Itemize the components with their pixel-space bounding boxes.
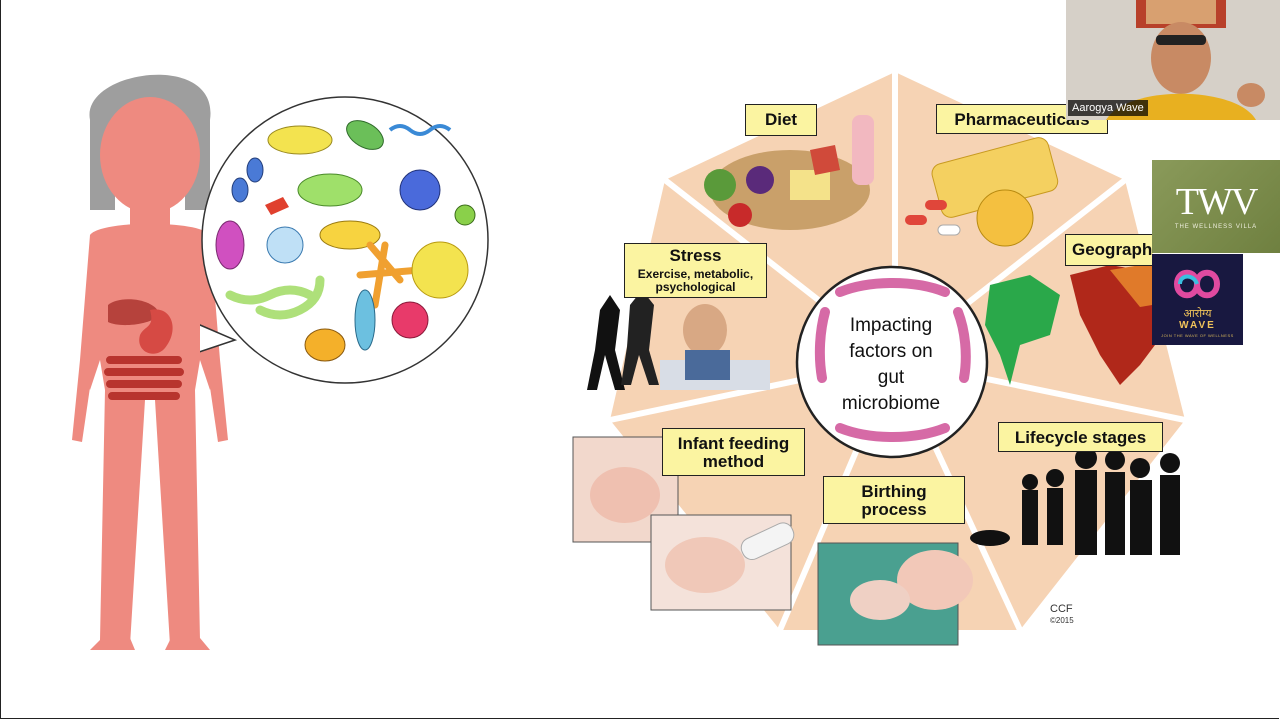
pharmaceuticals-bottle: [905, 137, 1059, 247]
label-stress: Stress Exercise, metabolic, psychologica…: [624, 243, 767, 298]
lifecycle-silhouettes: [970, 447, 1180, 555]
participant-video: [1066, 0, 1280, 120]
participant-video-tile[interactable]: [1066, 0, 1280, 120]
liver: [108, 299, 160, 326]
twv-subtitle: THE WELLNESS VILLA: [1174, 224, 1258, 230]
wave-tagline: JOIN THE WAVE OF WELLNESS: [1161, 333, 1234, 338]
aarogya-wave-logo: आरोग्य WAVE JOIN THE WAVE OF WELLNESS: [1152, 254, 1243, 345]
twv-logo: TWV THE WELLNESS VILLA: [1152, 160, 1280, 253]
intestines: [104, 356, 184, 400]
microbe-bubble: [200, 96, 489, 384]
wave-infinity-icon: [1173, 269, 1221, 299]
participant-name-tag: Aarogya Wave: [1068, 100, 1148, 116]
microbes: [215, 120, 476, 362]
label-infant-feeding-method: Infant feeding method: [662, 428, 805, 476]
ccf-credit: CCF ©2015: [1050, 603, 1074, 626]
stress-scene: [587, 290, 770, 390]
bacteria-ring: [814, 278, 971, 442]
world-map: [985, 262, 1170, 385]
center-circle: [795, 265, 989, 459]
microbiome-factors-infographic: [572, 72, 1186, 646]
center-title: Impacting factors on gut microbiome: [841, 315, 941, 414]
wave-hindi-text: आरोग्य: [1183, 307, 1212, 320]
stomach: [139, 309, 173, 354]
twv-mark: TWV: [1175, 181, 1259, 223]
label-lifecycle-stages: Lifecycle stages: [998, 422, 1163, 452]
hair: [89, 74, 211, 210]
label-birthing-process: Birthing process: [823, 476, 965, 524]
diet-foods: [704, 115, 874, 230]
wave-name-text: WAVE: [1179, 320, 1216, 331]
human-body-illustration: [72, 74, 228, 650]
label-geography: Geograph: [1065, 234, 1153, 266]
label-diet: Diet: [745, 104, 817, 136]
